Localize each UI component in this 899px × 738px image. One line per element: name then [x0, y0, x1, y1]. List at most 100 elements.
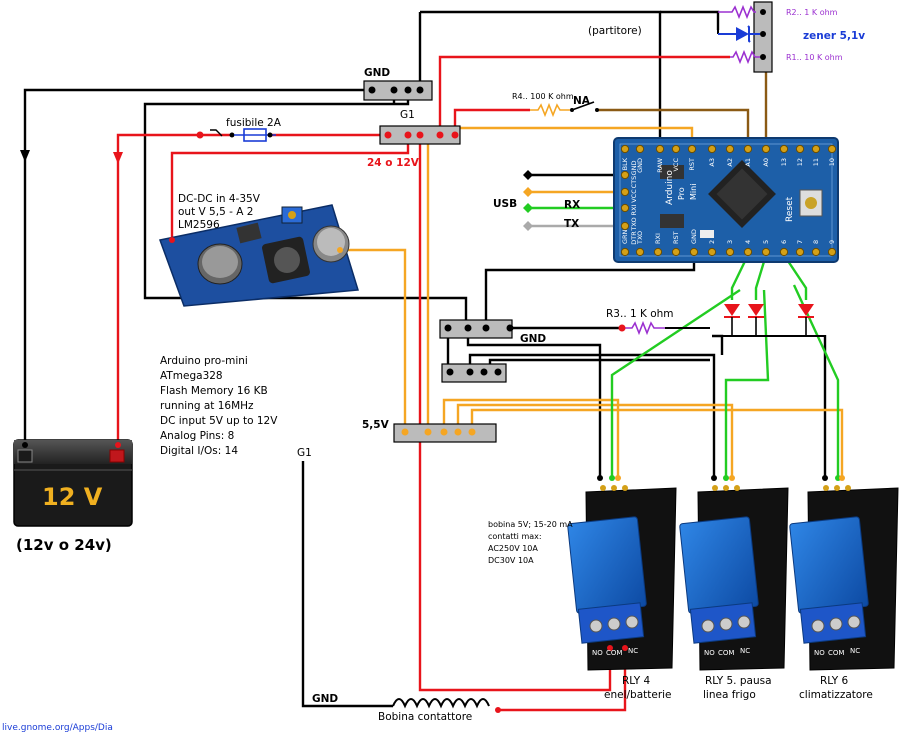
arduino-pin-top-2: RAW: [656, 157, 664, 172]
arduino-pin-left-5: DTR: [630, 231, 638, 245]
r1-label: R1.. 10 K ohm: [786, 53, 843, 62]
arduino-pin-bottom-5: 2: [708, 240, 716, 244]
connector-gnd-low: [441, 363, 507, 383]
arduino-reset-label: Reset: [785, 196, 795, 222]
g1-bottom-label: G1: [297, 447, 312, 459]
relay-4: [567, 485, 677, 671]
arduino-pin-bottom-9: 6: [780, 240, 788, 244]
na-label: NA: [573, 95, 591, 107]
rly4-no: NO: [592, 649, 603, 657]
dcdc-module: [158, 204, 359, 307]
arduino-pin-bottom-1: TXO: [636, 231, 644, 245]
arduino-pin-bottom-7: 4: [744, 240, 752, 244]
rly4-nc: NC: [628, 647, 638, 655]
arduino-pin-top-10: 12: [796, 158, 804, 166]
rly6-nc: NC: [850, 647, 860, 655]
rly4-line-1: RLY 4: [622, 675, 651, 687]
relay-spec-1: bobina 5V; 15-20 mA: [488, 520, 573, 529]
connector-gnd-top: [363, 80, 433, 101]
arduino-pin-top-9: 13: [780, 158, 788, 166]
arduino-pin-bottom-11: 8: [812, 240, 820, 244]
v24-label: 24 o 12V: [367, 157, 420, 169]
relay-input-dots: [597, 475, 845, 651]
arduino-pin-top-6: A2: [726, 158, 734, 167]
r2-resistor: [718, 4, 756, 20]
partitore-label: (partitore): [588, 25, 642, 37]
relay-6: [789, 485, 899, 671]
r4-resistor: [530, 102, 570, 118]
r1-resistor: [730, 49, 760, 65]
dcdc-line-1: DC-DC in 4-35V: [178, 193, 261, 205]
usb-pins: [523, 170, 533, 231]
led-3: [798, 304, 814, 336]
arduino-pin-bottom-12: 9: [828, 240, 836, 244]
arduino-board-mini: Mini: [689, 184, 698, 200]
arduino-info-5: DC input 5V up to 12V: [160, 415, 278, 427]
zener-label: zener 5,1v: [803, 30, 865, 42]
r3-label: R3.. 1 K ohm: [606, 308, 674, 320]
connector-gnd-mid: [439, 319, 514, 339]
dcdc-line-3: LM2596: [178, 219, 220, 231]
arduino-pin-top-5: A3: [708, 158, 716, 167]
relay-spec-2: contatti max:: [488, 532, 542, 541]
rly5-com: COM: [718, 649, 734, 657]
arduino-pin-bottom-10: 7: [796, 240, 804, 244]
arduino-info-1: Arduino pro-mini: [160, 355, 248, 367]
arduino-board-pro: Pro: [677, 187, 686, 200]
red-arrow-markers: [113, 152, 123, 164]
contactor-coil: [392, 698, 490, 709]
arduino-pin-top-4: RST: [688, 158, 696, 171]
arduino-pin-bottom-3: RST: [672, 231, 680, 244]
connector-5v5: [393, 423, 497, 443]
led-1: [724, 304, 740, 336]
rly4-com: COM: [606, 649, 622, 657]
battery-caption: (12v o 24v): [16, 536, 112, 554]
arduino-pin-top-7: A1: [744, 158, 752, 167]
arduino-pin-top-11: 11: [812, 158, 820, 166]
arduino-pin-left-2: VCC: [630, 189, 638, 203]
arduino-pin-bottom-4: GND: [690, 229, 698, 244]
rly5-line-2: linea frigo: [703, 689, 756, 701]
arduino-pin-left-0: GND: [630, 161, 638, 176]
rly5-no: NO: [704, 649, 715, 657]
usb-label: USB: [493, 198, 517, 210]
dcdc-line-2: out V 5,5 - A 2: [178, 206, 253, 218]
r2-label: R2.. 1 K ohm: [786, 8, 838, 17]
gnd-bottom-label: GND: [312, 693, 338, 705]
fuse-label: fusibile 2A: [226, 117, 282, 129]
rx-label: RX: [564, 199, 580, 211]
r4-label: R4.. 100 K ohm: [512, 92, 574, 101]
arduino-pin-bottom-8: 5: [762, 240, 770, 244]
arduino-pin-top-1: GND: [636, 158, 644, 173]
r3-resistor: [622, 320, 710, 336]
arduino-pin-left-4: TXO: [630, 217, 638, 231]
g1-top-label: G1: [400, 109, 415, 121]
battery: [13, 439, 133, 527]
tx-label: TX: [564, 218, 579, 230]
arduino-info-6: Analog Pins: 8: [160, 430, 234, 442]
rly6-line-1: RLY 6: [820, 675, 849, 687]
footer-link[interactable]: live.gnome.org/Apps/Dia: [2, 723, 113, 733]
coil-dot: [495, 707, 501, 713]
arduino-pin-top-12: 10: [828, 158, 836, 166]
relay-5: [679, 485, 789, 671]
relay-spec-3: AC250V 10A: [488, 544, 538, 553]
arduino-pin-left-1: CTS: [630, 176, 638, 189]
zener-diode: [717, 25, 760, 43]
na-switch: [570, 101, 599, 112]
bobina-label: Bobina contattore: [378, 711, 472, 723]
relay-spec-4: DC30V 10A: [488, 556, 534, 565]
connector-24v: [379, 125, 461, 145]
rly6-line-2: climatizzatore: [799, 689, 873, 701]
v55-label: 5,5V: [362, 419, 390, 431]
gnd-top-label: GND: [364, 67, 390, 79]
arduino-info-7: Digital I/Os: 14: [160, 445, 238, 457]
arduino-info-4: running at 16MHz: [160, 400, 254, 412]
arduino-pin-bottom-2: RXI: [654, 233, 662, 244]
arduino-pin-top-3: VCC: [672, 158, 680, 172]
